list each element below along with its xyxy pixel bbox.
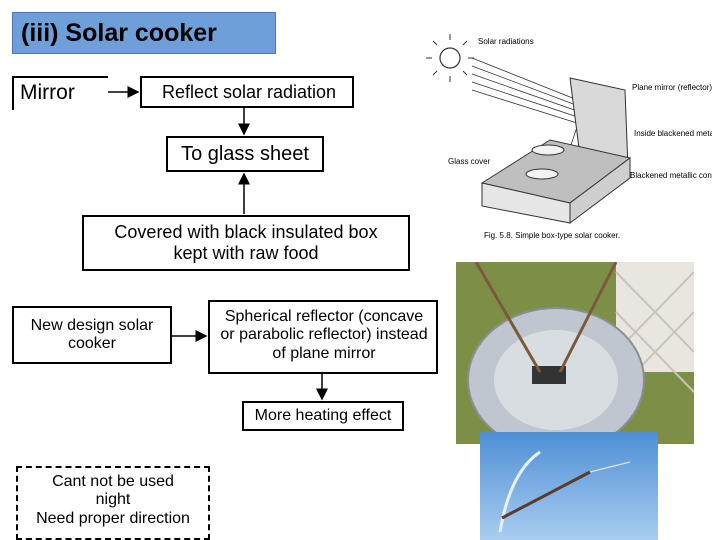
label-inside-box: Inside blackened metallic box xyxy=(634,129,712,138)
label-solar-radiations: Solar radiations xyxy=(478,37,534,46)
parabolic-cooker-photo xyxy=(456,262,694,444)
parabolic-dish-image xyxy=(456,262,694,444)
sky-reflector-photo xyxy=(480,432,658,540)
label-plane-mirror: Plane mirror (reflector) xyxy=(632,83,712,92)
figure-caption: Fig. 5.8. Simple box-type solar cooker. xyxy=(484,231,620,240)
sky-reflector-image xyxy=(480,432,658,540)
label-container: Blackened metallic container for cooking… xyxy=(630,171,712,180)
box-solar-cooker-figure: Solar radiations Plane mirror (reflector… xyxy=(420,28,712,250)
label-glass-cover: Glass cover xyxy=(448,157,491,166)
sun-icon xyxy=(426,34,474,82)
